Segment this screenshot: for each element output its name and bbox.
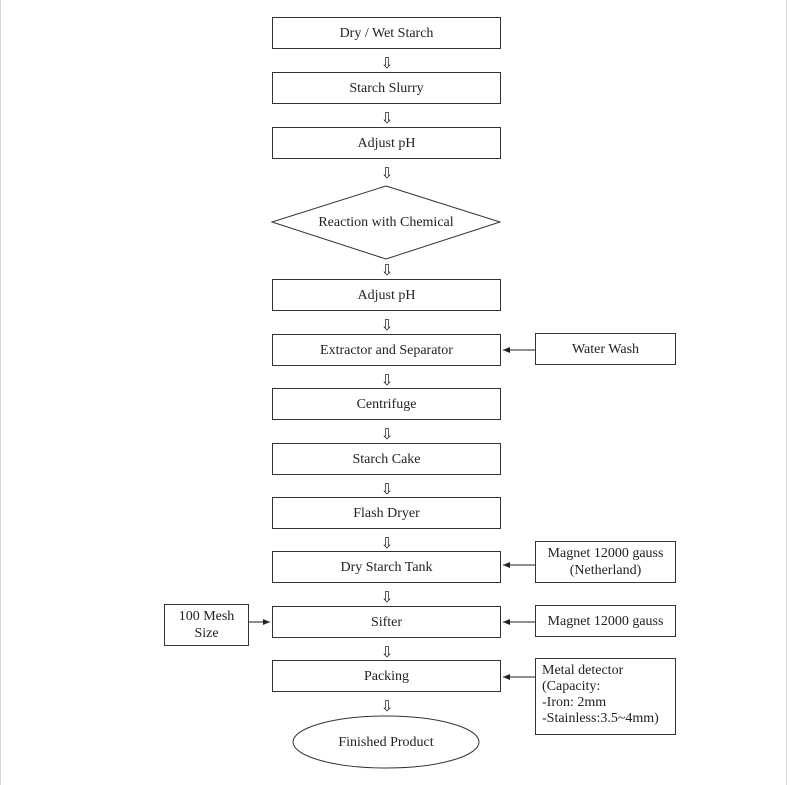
input-label: Water Wash (571, 341, 640, 357)
step-starch-slurry: Starch Slurry (272, 72, 501, 104)
step-dry-starch-tank: Dry Starch Tank (272, 551, 501, 583)
down-arrow-icon: ⇩ (380, 480, 394, 498)
step-adjust-ph-2: Adjust pH (272, 279, 501, 311)
step-label: Dry / Wet Starch (339, 25, 434, 41)
step-label: Reaction with Chemical (318, 214, 454, 230)
input-label: Magnet 12000 gauss (547, 613, 664, 629)
step-label: Adjust pH (357, 287, 416, 303)
down-arrow-icon: ⇩ (380, 54, 394, 72)
step-label: Packing (363, 668, 410, 684)
down-arrow-icon: ⇩ (380, 109, 394, 127)
down-arrow-icon: ⇩ (380, 261, 394, 279)
input-mesh-size: 100 Mesh Size (164, 604, 249, 646)
step-reaction: Reaction with Chemical (300, 210, 472, 234)
step-label: Starch Slurry (349, 80, 424, 96)
step-flash-dryer: Flash Dryer (272, 497, 501, 529)
input-water-wash: Water Wash (535, 333, 676, 365)
step-sifter: Sifter (272, 606, 501, 638)
right-page-edge (786, 0, 787, 785)
input-magnet-tank: Magnet 12000 gauss (Netherland) (535, 541, 676, 583)
input-label: 100 Mesh Size (178, 609, 235, 641)
step-packing: Packing (272, 660, 501, 692)
step-finished-product: Finished Product (293, 729, 479, 755)
step-adjust-ph-1: Adjust pH (272, 127, 501, 159)
step-centrifuge: Centrifuge (272, 388, 501, 420)
input-label: Metal detector (Capacity: -Iron: 2mm -St… (542, 663, 659, 726)
down-arrow-icon: ⇩ (380, 425, 394, 443)
down-arrow-icon: ⇩ (380, 316, 394, 334)
step-label: Starch Cake (352, 451, 421, 467)
step-label: Extractor and Separator (320, 342, 453, 358)
step-label: Finished Product (338, 734, 434, 750)
step-dry-wet-starch: Dry / Wet Starch (272, 17, 501, 49)
input-label: Magnet 12000 gauss (Netherland) (547, 546, 664, 578)
down-arrow-icon: ⇩ (380, 697, 394, 715)
down-arrow-icon: ⇩ (380, 643, 394, 661)
step-label: Flash Dryer (353, 505, 420, 521)
step-label: Sifter (370, 614, 403, 630)
down-arrow-icon: ⇩ (380, 164, 394, 182)
finished-product-ellipse (292, 715, 480, 769)
down-arrow-icon: ⇩ (380, 588, 394, 606)
step-extractor-separator: Extractor and Separator (272, 334, 501, 366)
step-label: Centrifuge (356, 396, 417, 412)
step-label: Adjust pH (357, 135, 416, 151)
down-arrow-icon: ⇩ (380, 534, 394, 552)
left-page-edge (0, 0, 1, 785)
input-metal-detector: Metal detector (Capacity: -Iron: 2mm -St… (535, 658, 676, 735)
step-starch-cake: Starch Cake (272, 443, 501, 475)
reaction-diamond (270, 185, 502, 260)
down-arrow-icon: ⇩ (380, 371, 394, 389)
input-magnet-sifter: Magnet 12000 gauss (535, 605, 676, 637)
step-label: Dry Starch Tank (340, 559, 433, 575)
